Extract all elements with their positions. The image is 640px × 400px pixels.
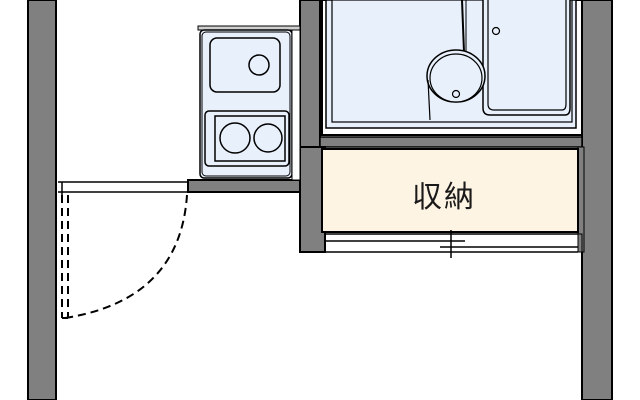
storage-label: 収納	[412, 180, 476, 215]
bath-storage-wall	[319, 136, 583, 148]
swing-door	[61, 194, 188, 319]
kitchen-bottom-wall	[187, 179, 301, 193]
bathtub	[482, 0, 571, 116]
left-wall	[27, 0, 57, 400]
burner-right	[253, 123, 283, 153]
burner-left	[219, 122, 251, 154]
right-wall	[581, 0, 613, 400]
sink-drain	[248, 54, 270, 76]
sink	[209, 37, 281, 93]
storage-room	[321, 148, 579, 233]
